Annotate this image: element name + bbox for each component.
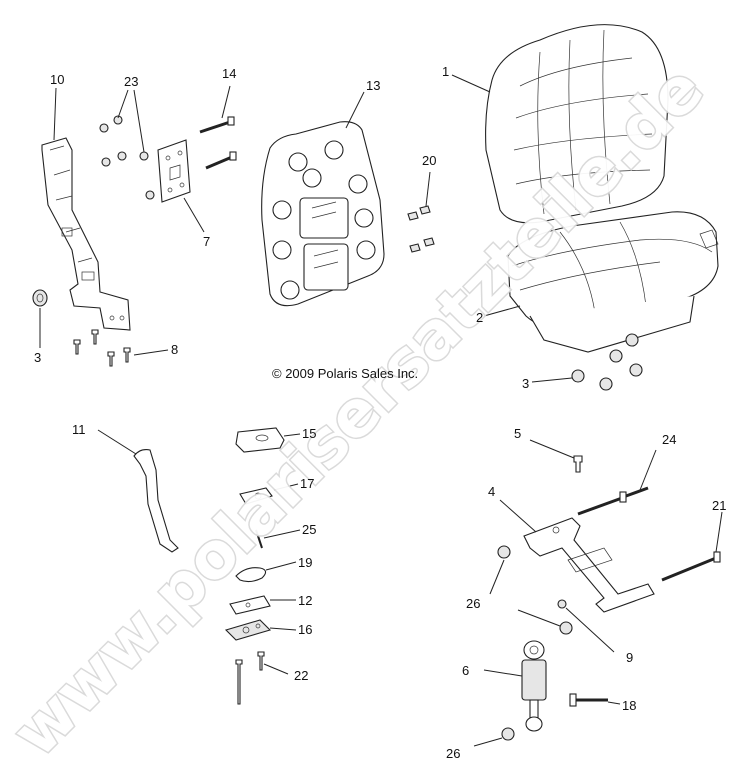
part-19-clip	[235, 567, 267, 583]
callout-8: 8	[171, 342, 178, 357]
callout-11: 11	[72, 422, 86, 437]
callout-18: 18	[622, 698, 636, 713]
part-7-mount-plate	[157, 139, 191, 203]
callout-13: 13	[366, 78, 380, 93]
part-12-plate	[229, 595, 271, 615]
callout-20: 20	[422, 153, 436, 168]
callout-26-upper: 26	[466, 596, 480, 611]
part-16-latch-assembly	[224, 619, 272, 641]
part-26-nut-lower	[501, 727, 515, 741]
part-14-bolts	[199, 116, 237, 170]
part-13-seat-pan	[261, 121, 385, 307]
callout-23: 23	[124, 74, 138, 89]
callout-6: 6	[462, 663, 469, 678]
part-2-seat-cushion	[507, 211, 719, 353]
part-9-nut	[557, 599, 567, 609]
part-10-seat-bracket	[41, 137, 131, 331]
part-21-long-bolt	[661, 551, 721, 582]
part-11-strap	[133, 449, 179, 553]
part-8-screws	[73, 329, 131, 367]
callout-3-right: 3	[522, 376, 529, 391]
callout-17: 17	[300, 476, 314, 491]
part-4-swing-frame	[523, 517, 655, 613]
copyright-text: © 2009 Polaris Sales Inc.	[272, 366, 418, 381]
callout-25: 25	[302, 522, 316, 537]
callout-5: 5	[514, 426, 521, 441]
part-15-block	[235, 427, 285, 453]
part-25-pin	[255, 529, 263, 549]
callout-4: 4	[488, 484, 495, 499]
part-23-nuts	[99, 115, 155, 200]
callout-2: 2	[476, 310, 483, 325]
callout-26-lower: 26	[446, 746, 460, 761]
callout-21: 21	[712, 498, 726, 513]
callout-16: 16	[298, 622, 312, 637]
part-1-seat-back	[485, 24, 669, 224]
callout-1: 1	[442, 64, 449, 79]
part-24-long-bolt	[577, 486, 649, 516]
part-3-nut-left	[32, 289, 48, 307]
callout-7: 7	[203, 234, 210, 249]
part-20-bolts	[407, 205, 435, 253]
part-3-nuts-right	[571, 333, 643, 391]
callout-22: 22	[294, 668, 308, 683]
callout-3-left: 3	[34, 350, 41, 365]
callout-24: 24	[662, 432, 676, 447]
callout-9: 9	[626, 650, 633, 665]
part-5-bolt	[573, 455, 583, 473]
callout-19: 19	[298, 555, 312, 570]
callout-12: 12	[298, 593, 312, 608]
part-26-nut-middle	[559, 621, 573, 635]
callout-14: 14	[222, 66, 236, 81]
callout-15: 15	[302, 426, 316, 441]
callout-10: 10	[50, 72, 64, 87]
part-17-latch	[239, 487, 273, 505]
part-18-bolt	[569, 693, 608, 707]
part-26-nut-upper	[497, 545, 511, 559]
part-22-screws	[235, 651, 265, 705]
part-6-shock-absorber	[521, 640, 547, 732]
